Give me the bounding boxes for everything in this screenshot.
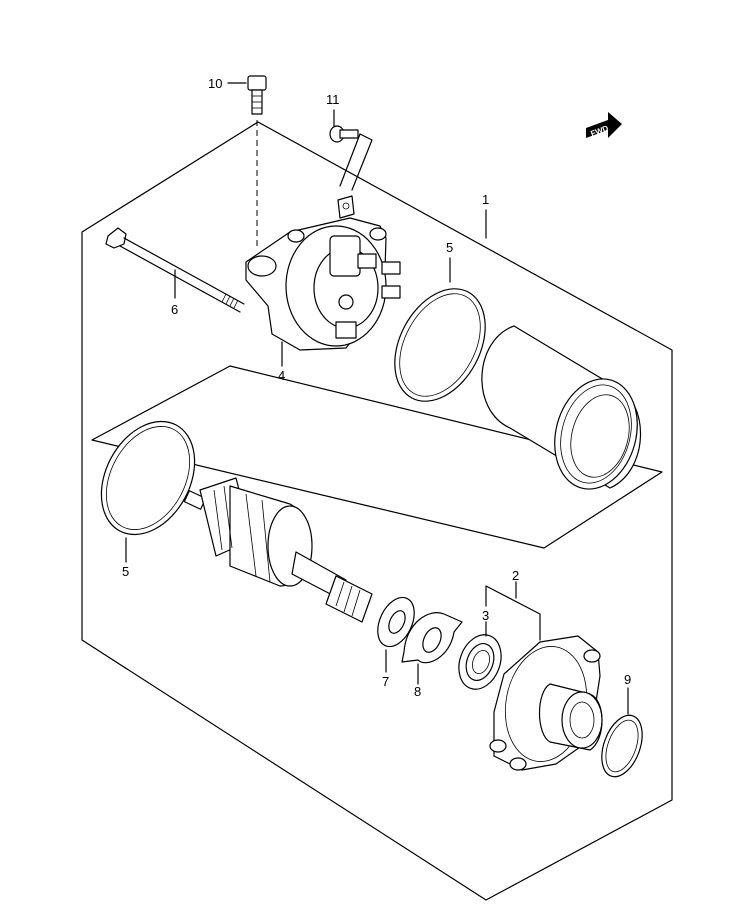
callout-1: 1 bbox=[482, 192, 489, 207]
part-7-washer[interactable] bbox=[371, 592, 422, 673]
callout-2: 2 bbox=[512, 568, 519, 583]
callout-11: 11 bbox=[326, 92, 340, 107]
part-11-screw[interactable] bbox=[329, 109, 373, 191]
callout-4: 4 bbox=[278, 368, 285, 383]
part-1-yoke-housing[interactable] bbox=[481, 209, 649, 498]
callout-7: 7 bbox=[382, 674, 389, 689]
part-9-oring[interactable] bbox=[594, 687, 650, 782]
part-5-oring-upper[interactable] bbox=[377, 257, 504, 417]
armature[interactable] bbox=[183, 477, 373, 623]
part-5-oring-lower[interactable] bbox=[83, 405, 214, 563]
callout-10: 10 bbox=[208, 76, 222, 91]
part-6-through-bolt[interactable] bbox=[105, 227, 245, 313]
callout-9: 9 bbox=[624, 672, 631, 687]
inner-group-outline bbox=[91, 365, 663, 549]
part-10-bolt[interactable] bbox=[227, 75, 267, 250]
part-4-end-cover[interactable] bbox=[245, 195, 401, 367]
callout-5-upper: 5 bbox=[446, 240, 453, 255]
callout-labels: 10 11 1 5 6 4 5 2 3 9 7 8 bbox=[122, 76, 631, 699]
forward-arrow-icon: FWD bbox=[586, 112, 622, 138]
assembly-outline bbox=[81, 121, 673, 901]
callout-8: 8 bbox=[414, 684, 421, 699]
part-2-front-housing[interactable] bbox=[485, 581, 603, 771]
part-8-lock-washer[interactable] bbox=[401, 612, 463, 685]
callout-5-lower: 5 bbox=[122, 564, 129, 579]
callout-6: 6 bbox=[171, 302, 178, 317]
part-3-oil-seal[interactable] bbox=[452, 621, 509, 695]
callout-3: 3 bbox=[482, 608, 489, 623]
